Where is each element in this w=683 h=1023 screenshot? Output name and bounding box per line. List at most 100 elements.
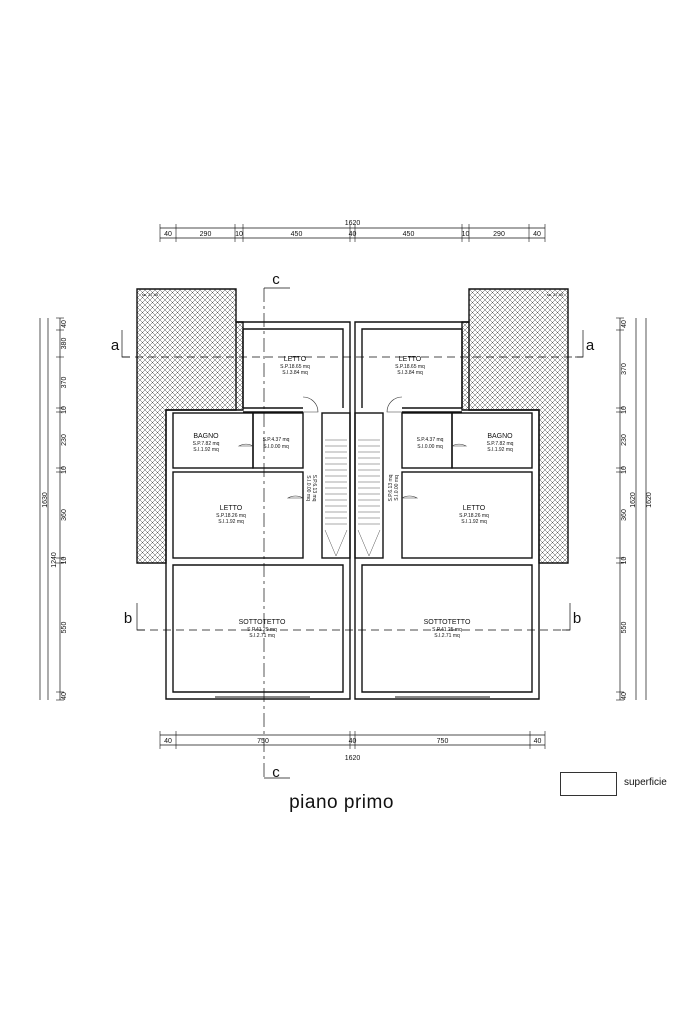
svg-text:S.I.1.92 mq: S.I.1.92 mq (193, 447, 219, 453)
svg-text:S.P.18.26 mq: S.P.18.26 mq (216, 513, 246, 519)
svg-text:LETTO: LETTO (399, 356, 422, 363)
dim-label: 10 (235, 231, 243, 238)
dim-label: 10 (61, 557, 68, 565)
windows-bottom (215, 691, 490, 698)
svg-text:S.P.4.37 mq: S.P.4.37 mq (263, 437, 290, 443)
dim-total-right-outer: 1620 (630, 492, 637, 508)
section-a-right: a (586, 337, 595, 354)
section-lines (121, 287, 584, 780)
legend-label: superficie (624, 777, 667, 788)
dim-label: 10 (61, 466, 68, 474)
dim-label: 40 (534, 738, 542, 745)
svg-text:S.P.18.65 mq: S.P.18.65 mq (395, 364, 425, 370)
room-sottotetto-right: SOTTOTETTO S.P.41.25 mq S.I.2.71 mq (424, 619, 471, 639)
dim-label: 10 (621, 466, 628, 474)
svg-text:S.I.1.92 mq: S.I.1.92 mq (487, 447, 513, 453)
room-stair-right: S.P.6.13 mq S.I.0.00 mq (388, 474, 400, 501)
svg-text:S.P.6.13 mq: S.P.6.13 mq (311, 475, 317, 502)
dim-label: 40 (349, 231, 357, 238)
svg-text:S.I.0.00 mq: S.I.0.00 mq (394, 475, 400, 501)
svg-text:S.P.18.65 mq: S.P.18.65 mq (280, 364, 310, 370)
dim-label: 450 (291, 231, 303, 238)
room-bagno-left: BAGNO S.P.7.82 mq S.I.1.92 mq (193, 433, 220, 453)
dim-total-right-inner: 1620 (646, 492, 653, 508)
svg-text:SOTTOTETTO: SOTTOTETTO (424, 619, 471, 626)
dim-label: 40 (61, 320, 68, 328)
dim-label: 40 (349, 738, 357, 745)
svg-text:S.P.41.29 mq: S.P.41.29 mq (247, 627, 277, 633)
svg-text:S.P.41.25 mq: S.P.41.25 mq (432, 627, 462, 633)
room-letto-top-left: LETTO S.P.18.65 mq S.I.3.84 mq (280, 356, 310, 376)
dim-label: 370 (621, 363, 628, 375)
dim-label: 40 (164, 231, 172, 238)
roof-tag-right: sc. 27.45 (547, 292, 564, 297)
svg-text:S.I.2.71 mq: S.I.2.71 mq (249, 633, 275, 639)
svg-text:LETTO: LETTO (220, 505, 243, 512)
dim-label: 40 (533, 231, 541, 238)
room-corridor-left: S.P.4.37 mq S.I.0.00 mq (263, 437, 290, 450)
svg-text:S.I.0.00 mq: S.I.0.00 mq (263, 444, 289, 450)
dim-label: 40 (164, 738, 172, 745)
dim-total-left-inner: 1240 (51, 552, 58, 568)
section-c-top: c (272, 271, 280, 288)
svg-text:BAGNO: BAGNO (487, 433, 513, 440)
svg-text:S.I.1.92 mq: S.I.1.92 mq (461, 519, 487, 525)
room-letto-mid-left: LETTO S.P.18.26 mq S.I.1.92 mq (216, 505, 246, 525)
walls (165, 321, 540, 700)
dim-label: 290 (493, 231, 505, 238)
room-letto-top-right: LETTO S.P.18.65 mq S.I.3.84 mq (395, 356, 425, 376)
svg-text:LETTO: LETTO (463, 505, 486, 512)
dim-total: 1620 (345, 755, 361, 762)
doors (237, 396, 468, 499)
dim-label: 10 (61, 406, 68, 414)
svg-text:S.P.7.82 mq: S.P.7.82 mq (487, 441, 514, 447)
dim-label: 230 (61, 434, 68, 446)
dim-label: 370 (61, 377, 68, 389)
svg-text:S.I.0.00 mq: S.I.0.00 mq (305, 475, 311, 501)
dim-label: 550 (621, 622, 628, 634)
section-b-left: b (124, 610, 132, 627)
dim-label: 10 (621, 406, 628, 414)
room-letto-mid-right: LETTO S.P.18.26 mq S.I.1.92 mq (459, 505, 489, 525)
dim-label: 40 (621, 320, 628, 328)
roof-tag-left: sc. 27.45 (142, 292, 159, 297)
svg-text:LETTO: LETTO (284, 356, 307, 363)
dim-label: 360 (61, 509, 68, 521)
dim-label: 450 (403, 231, 415, 238)
svg-text:S.P.18.26 mq: S.P.18.26 mq (459, 513, 489, 519)
plan-title: piano primo (289, 792, 394, 813)
svg-text:S.P.7.82 mq: S.P.7.82 mq (193, 441, 220, 447)
svg-text:S.P.6.13 mq: S.P.6.13 mq (388, 474, 394, 501)
svg-text:S.I.3.84 mq: S.I.3.84 mq (397, 370, 423, 376)
svg-text:S.P.4.37 mq: S.P.4.37 mq (417, 437, 444, 443)
svg-text:BAGNO: BAGNO (193, 433, 219, 440)
section-a-left: a (111, 337, 120, 354)
svg-text:S.I.3.84 mq: S.I.3.84 mq (282, 370, 308, 376)
dim-label: 360 (621, 509, 628, 521)
roof-area-left: sc. 27.45 (136, 288, 244, 564)
room-corridor-right: S.P.4.37 mq S.I.0.00 mq (417, 437, 444, 450)
dim-label: 40 (61, 692, 68, 700)
section-c-bottom: c (272, 764, 280, 781)
svg-text:S.I.1.92 mq: S.I.1.92 mq (218, 519, 244, 525)
svg-text:S.I.2.71 mq: S.I.2.71 mq (434, 633, 460, 639)
svg-text:SOTTOTETTO: SOTTOTETTO (239, 619, 286, 626)
dim-label: 40 (621, 692, 628, 700)
dim-total-left-outer: 1630 (42, 492, 49, 508)
dim-label: 10 (462, 231, 470, 238)
dim-label: 10 (621, 557, 628, 565)
room-bagno-right: BAGNO S.P.7.82 mq S.I.1.92 mq (487, 433, 514, 453)
room-sottotetto-left: SOTTOTETTO S.P.41.29 mq S.I.2.71 mq (239, 619, 286, 639)
stair-left (324, 439, 348, 557)
dim-total: 1620 (345, 220, 361, 227)
dim-label: 290 (200, 231, 212, 238)
dim-label: 380 (61, 338, 68, 350)
legend-swatch (560, 772, 617, 796)
dim-label: 750 (437, 738, 449, 745)
dim-label: 230 (621, 434, 628, 446)
dim-label: 750 (257, 738, 269, 745)
section-b-right: b (573, 610, 581, 627)
dim-label: 550 (61, 622, 68, 634)
svg-text:S.I.0.00 mq: S.I.0.00 mq (417, 444, 443, 450)
